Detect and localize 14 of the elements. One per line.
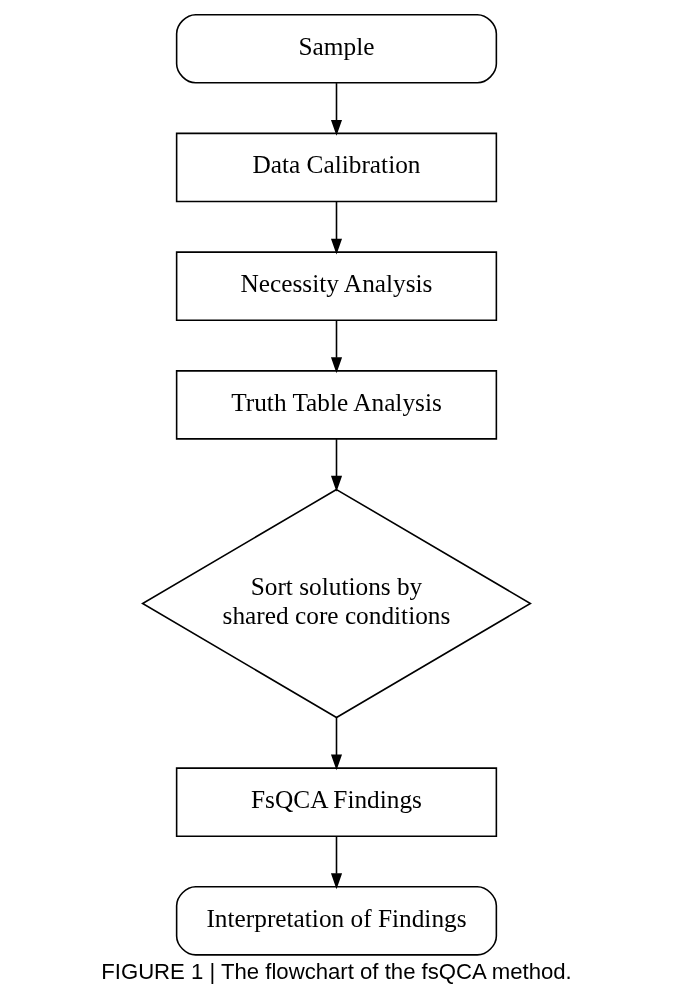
arrow [330,201,343,255]
node-diamond: Sort solutions by shared core conditions [141,488,532,719]
arrow [330,319,343,374]
node-box: Truth Table Analysis [175,370,498,440]
node-box: Necessity Analysis [175,251,498,321]
arrow [330,438,343,492]
caption: FIGURE 1 | The flowchart of the fsQCA method. [101,958,572,984]
node-box: Sample [175,13,498,84]
node-box: Interpretation of Findings [175,886,498,956]
arrow [330,82,343,136]
arrow [330,716,343,771]
arrow [330,835,343,890]
node-box: FsQCA Findings [175,767,498,837]
node-box: Data Calibration [175,132,498,203]
